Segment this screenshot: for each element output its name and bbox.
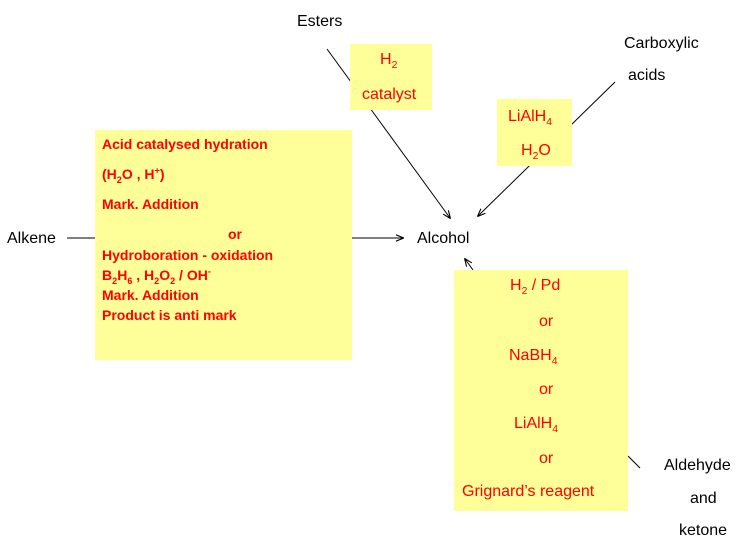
mark-addition-2: Mark. Addition <box>102 287 199 303</box>
grignard-text: Grignard’s reagent <box>462 483 595 500</box>
h2o-h-text: (H2O , H+) <box>102 165 165 185</box>
carboxylic-label: Carboxylic <box>624 35 699 52</box>
alcohol-label: Alcohol <box>417 230 470 247</box>
or-2: or <box>539 381 554 398</box>
mark-addition-1: Mark. Addition <box>102 196 199 212</box>
acid-hydration-text: Acid catalysed hydration <box>102 136 268 152</box>
ester-catalyst: catalyst <box>362 86 417 103</box>
alkene-label: Alkene <box>7 230 56 247</box>
or-text: or <box>228 226 242 242</box>
acid-lialh4: LiAlH4 <box>508 108 553 129</box>
aldehyde-label: Aldehyde <box>664 457 731 474</box>
alkene-reagent-box: Acid catalysed hydration (H2O , H+) Mark… <box>95 130 352 360</box>
acid-h2o: H2O <box>521 142 551 163</box>
anti-mark-text: Product is anti mark <box>102 307 237 323</box>
nabh4-text: NaBH4 <box>509 347 558 368</box>
h2-pd-text: H2 / Pd <box>510 277 561 298</box>
ester-reagent-box: H2 catalyst <box>350 44 432 110</box>
acids-label: acids <box>628 67 666 84</box>
ester-h2: H2 <box>380 51 398 72</box>
ketone-label: ketone <box>679 522 728 539</box>
hydroboration-text: Hydroboration - oxidation <box>102 247 274 263</box>
lialh4-text: LiAlH4 <box>514 415 559 436</box>
and-label: and <box>690 490 717 507</box>
acid-reagent-box: LiAlH4 H2O <box>497 99 572 166</box>
esters-label: Esters <box>297 13 343 30</box>
or-1: or <box>539 313 554 330</box>
or-3: or <box>539 450 554 467</box>
carbonyl-reagent-box: H2 / Pd or NaBH4 or LiAlH4 or Grignard’s… <box>454 270 628 511</box>
carbonyl-arrow <box>627 455 641 469</box>
ester-arrow <box>326 48 450 218</box>
b2h6-text: B2H6 , H2O2 / OH- <box>102 266 211 286</box>
carbonyl-arrow-head <box>465 259 474 271</box>
